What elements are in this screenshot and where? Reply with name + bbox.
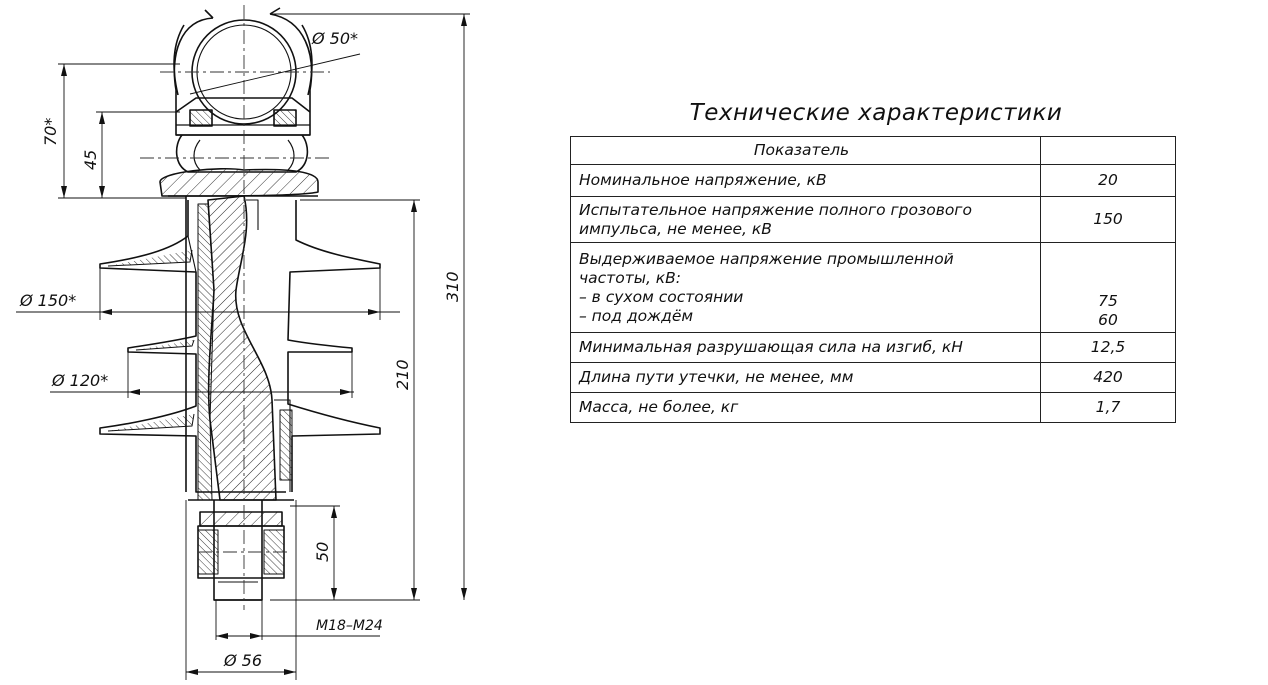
table-row: Номинальное напряжение, кВ 20 bbox=[570, 164, 1176, 197]
insulator-drawing: Ø 50* 70* 45 Ø 150* Ø 120* 210 310 50 M1… bbox=[16, 5, 470, 680]
row-param: Минимальная разрушающая сила на изгиб, к… bbox=[570, 332, 1041, 363]
dim-height-70: 70* bbox=[41, 118, 60, 146]
table-row: Испытательное напряжение полного грозово… bbox=[570, 196, 1176, 243]
inner-rod bbox=[197, 195, 293, 501]
dim-diameter-150: Ø 150* bbox=[19, 291, 76, 310]
table-header-row: Показатель bbox=[570, 136, 1176, 165]
row-param: Выдерживаемое напряжение промышленной ча… bbox=[570, 242, 1041, 333]
insulator-body bbox=[99, 196, 381, 493]
cap-flange bbox=[159, 167, 319, 197]
param-line: – в сухом состоянии bbox=[579, 287, 744, 306]
dim-diameter-50: Ø 50* bbox=[311, 29, 358, 48]
row-value: 75 60 bbox=[1040, 242, 1176, 333]
bottom-fitting bbox=[188, 499, 294, 601]
row-value: 420 bbox=[1040, 362, 1176, 393]
row-value: 12,5 bbox=[1040, 332, 1176, 363]
value-line: 60 bbox=[1098, 311, 1118, 329]
row-param: Длина пути утечки, не менее, мм bbox=[570, 362, 1041, 393]
dim-height-45: 45 bbox=[81, 150, 100, 170]
row-param: Масса, не более, кг bbox=[570, 392, 1041, 423]
param-line: Испытательное напряжение полного грозово… bbox=[579, 200, 972, 219]
header-param: Показатель bbox=[570, 136, 1041, 165]
row-param: Испытательное напряжение полного грозово… bbox=[570, 196, 1041, 243]
row-value: 150 bbox=[1040, 196, 1176, 243]
specs-title: Технические характеристики bbox=[689, 100, 1063, 126]
value-line: 75 bbox=[1098, 292, 1118, 310]
row-value: 1,7 bbox=[1040, 392, 1176, 423]
param-line: частоты, кВ: bbox=[579, 268, 682, 287]
dim-diameter-120: Ø 120* bbox=[51, 371, 108, 390]
param-line: – под дождём bbox=[579, 306, 694, 325]
dim-diameter-56: Ø 56 bbox=[223, 651, 262, 670]
dim-thread: M18–M24 bbox=[316, 618, 383, 634]
clamp-head bbox=[173, 7, 313, 173]
dim-height-310: 310 bbox=[443, 271, 462, 302]
specs-table: Показатель Номинальное напряжение, кВ 20… bbox=[570, 136, 1176, 423]
table-row: Выдерживаемое напряжение промышленной ча… bbox=[570, 242, 1176, 333]
dim-height-210: 210 bbox=[393, 359, 412, 390]
row-param: Номинальное напряжение, кВ bbox=[570, 164, 1041, 197]
specs-panel: Технические характеристики Показатель Но… bbox=[570, 100, 1176, 423]
table-row: Минимальная разрушающая сила на изгиб, к… bbox=[570, 332, 1176, 363]
dim-height-50: 50 bbox=[313, 542, 332, 562]
row-value: 20 bbox=[1040, 164, 1176, 197]
header-value bbox=[1040, 136, 1176, 165]
param-line: Выдерживаемое напряжение промышленной bbox=[579, 249, 954, 268]
table-row: Масса, не более, кг 1,7 bbox=[570, 392, 1176, 423]
table-row: Длина пути утечки, не менее, мм 420 bbox=[570, 362, 1176, 393]
param-line: импульса, не менее, кВ bbox=[579, 219, 772, 238]
